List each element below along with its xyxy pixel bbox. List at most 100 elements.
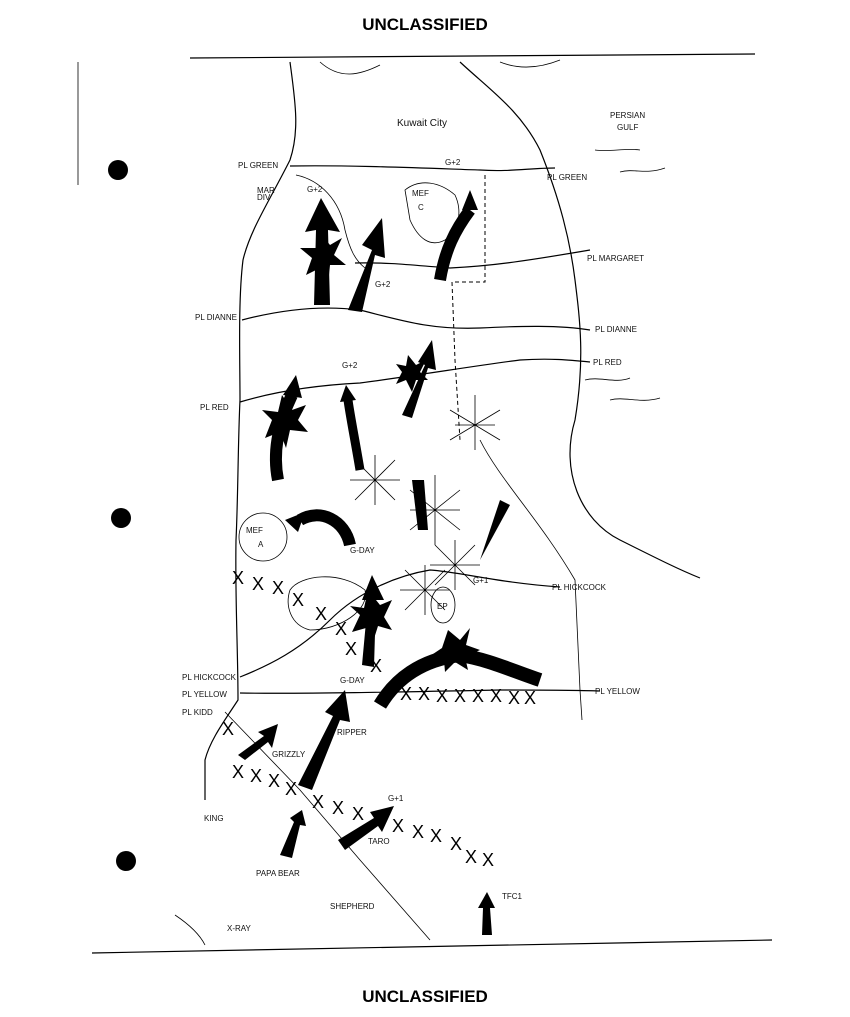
arrow-ripper: [298, 690, 350, 790]
label-g2-north: G+2: [445, 158, 461, 167]
pl-yellow: [239, 689, 601, 694]
classification-top: UNCLASSIFIED: [362, 15, 488, 34]
svg-text:X: X: [400, 684, 412, 704]
arrow-papa-bear: [280, 810, 306, 858]
coastline: [459, 61, 701, 579]
label-taro: TARO: [368, 837, 390, 846]
label-gday-south: G-DAY: [340, 676, 365, 685]
pl-green: [289, 165, 556, 172]
svg-text:X: X: [252, 574, 264, 594]
label-x-ray: X-RAY: [227, 924, 252, 933]
binder-hole: [116, 851, 136, 871]
svg-text:X: X: [482, 850, 494, 870]
svg-text:X: X: [285, 779, 297, 799]
arrow-west-1-head: [283, 375, 302, 398]
kuwait-border-west: [204, 61, 297, 800]
arrow-east-1: [480, 500, 510, 560]
svg-text:X: X: [352, 804, 364, 824]
gulf-waves: [584, 149, 666, 401]
arrow-north-2: [348, 218, 385, 312]
arrow-north-3-head: [462, 190, 478, 210]
svg-text:X: X: [250, 766, 262, 786]
label-ripper: RIPPER: [337, 728, 367, 737]
label-g2-center: G+2: [342, 361, 358, 370]
label-tf: TFC1: [502, 892, 523, 901]
svg-text:X: X: [430, 826, 442, 846]
label-pl-yellow-left: PL YELLOW: [182, 690, 227, 699]
svg-text:X: X: [370, 656, 382, 676]
svg-text:X: X: [450, 834, 462, 854]
label-mar-div-2: DIV: [257, 193, 271, 202]
pl-hickcock: [239, 569, 561, 678]
label-ep: EP: [437, 602, 448, 611]
arrow-grizzly: [238, 724, 278, 760]
boundary-southwest: [224, 711, 431, 941]
objective-area: [287, 576, 366, 631]
svg-text:X: X: [490, 686, 502, 706]
binder-hole: [111, 508, 131, 528]
svg-text:X: X: [472, 686, 484, 706]
svg-text:X: X: [268, 771, 280, 791]
arrow-center-3: [412, 480, 428, 530]
pl-dianne: [241, 307, 591, 331]
svg-text:X: X: [345, 639, 357, 659]
label-persian-gulf-2: GULF: [617, 123, 638, 132]
svg-text:X: X: [392, 816, 404, 836]
svg-text:X: X: [524, 688, 536, 708]
svg-text:X: X: [222, 719, 234, 739]
pl-margaret: [354, 249, 591, 269]
label-mef-a: MEF: [246, 526, 263, 535]
arrow-west-1: [270, 392, 298, 482]
svg-text:X: X: [454, 686, 466, 706]
svg-text:X: X: [465, 847, 477, 867]
label-pl-dianne-right: PL DIANNE: [595, 325, 637, 334]
label-pl-kidd: PL KIDD: [182, 708, 213, 717]
label-mef-a-letter: A: [258, 540, 264, 549]
boundary-east: [479, 439, 583, 721]
arrow-mef-a: [296, 509, 356, 547]
svg-text:X: X: [272, 578, 284, 598]
svg-text:X: X: [412, 822, 424, 842]
northern-area: [295, 174, 366, 269]
svg-text:X: X: [508, 688, 520, 708]
binder-hole: [108, 160, 128, 180]
top-rule: [189, 53, 756, 59]
contact-bursts: [262, 230, 480, 672]
label-g2-top: G+2: [307, 185, 323, 194]
label-pl-dianne-left: PL DIANNE: [195, 313, 237, 322]
label-g1-mid: G+1: [473, 576, 489, 585]
road-southwest: [174, 914, 206, 946]
label-pl-green-right: PL GREEN: [547, 173, 587, 182]
svg-text:X: X: [418, 684, 430, 704]
label-pl-green-left: PL GREEN: [238, 161, 278, 170]
label-grizzly: GRIZZLY: [272, 750, 306, 759]
svg-text:X: X: [232, 568, 244, 588]
arrow-taro: [338, 806, 394, 850]
bay: [319, 59, 561, 75]
svg-text:X: X: [335, 619, 347, 639]
arrow-mef-a-head: [285, 512, 305, 532]
label-papa-bear: PAPA BEAR: [256, 869, 300, 878]
arrow-center-2: [343, 399, 365, 471]
label-shepherd: SHEPHERD: [330, 902, 375, 911]
label-g2-mid: G+2: [375, 280, 391, 289]
svg-text:X: X: [332, 798, 344, 818]
arrow-center-2-head: [340, 385, 356, 402]
classification-bottom: UNCLASSIFIED: [362, 987, 488, 1006]
label-pl-hickcock-right: PL HICKCOCK: [552, 583, 607, 592]
svg-text:X: X: [232, 762, 244, 782]
attack-arrows: [238, 190, 543, 935]
label-mef-c-letter: C: [418, 203, 424, 212]
boundary-north: [451, 175, 486, 441]
label-pl-yellow-right: PL YELLOW: [595, 687, 640, 696]
label-persian-gulf: PERSIAN: [610, 111, 645, 120]
oil-fire-markers: [350, 395, 501, 615]
label-pl-red-left: PL RED: [200, 403, 229, 412]
label-pl-red-right: PL RED: [593, 358, 622, 367]
arrow-north-3: [434, 206, 475, 282]
bottom-rule: [91, 939, 773, 954]
label-king: KING: [204, 814, 224, 823]
svg-text:X: X: [436, 686, 448, 706]
